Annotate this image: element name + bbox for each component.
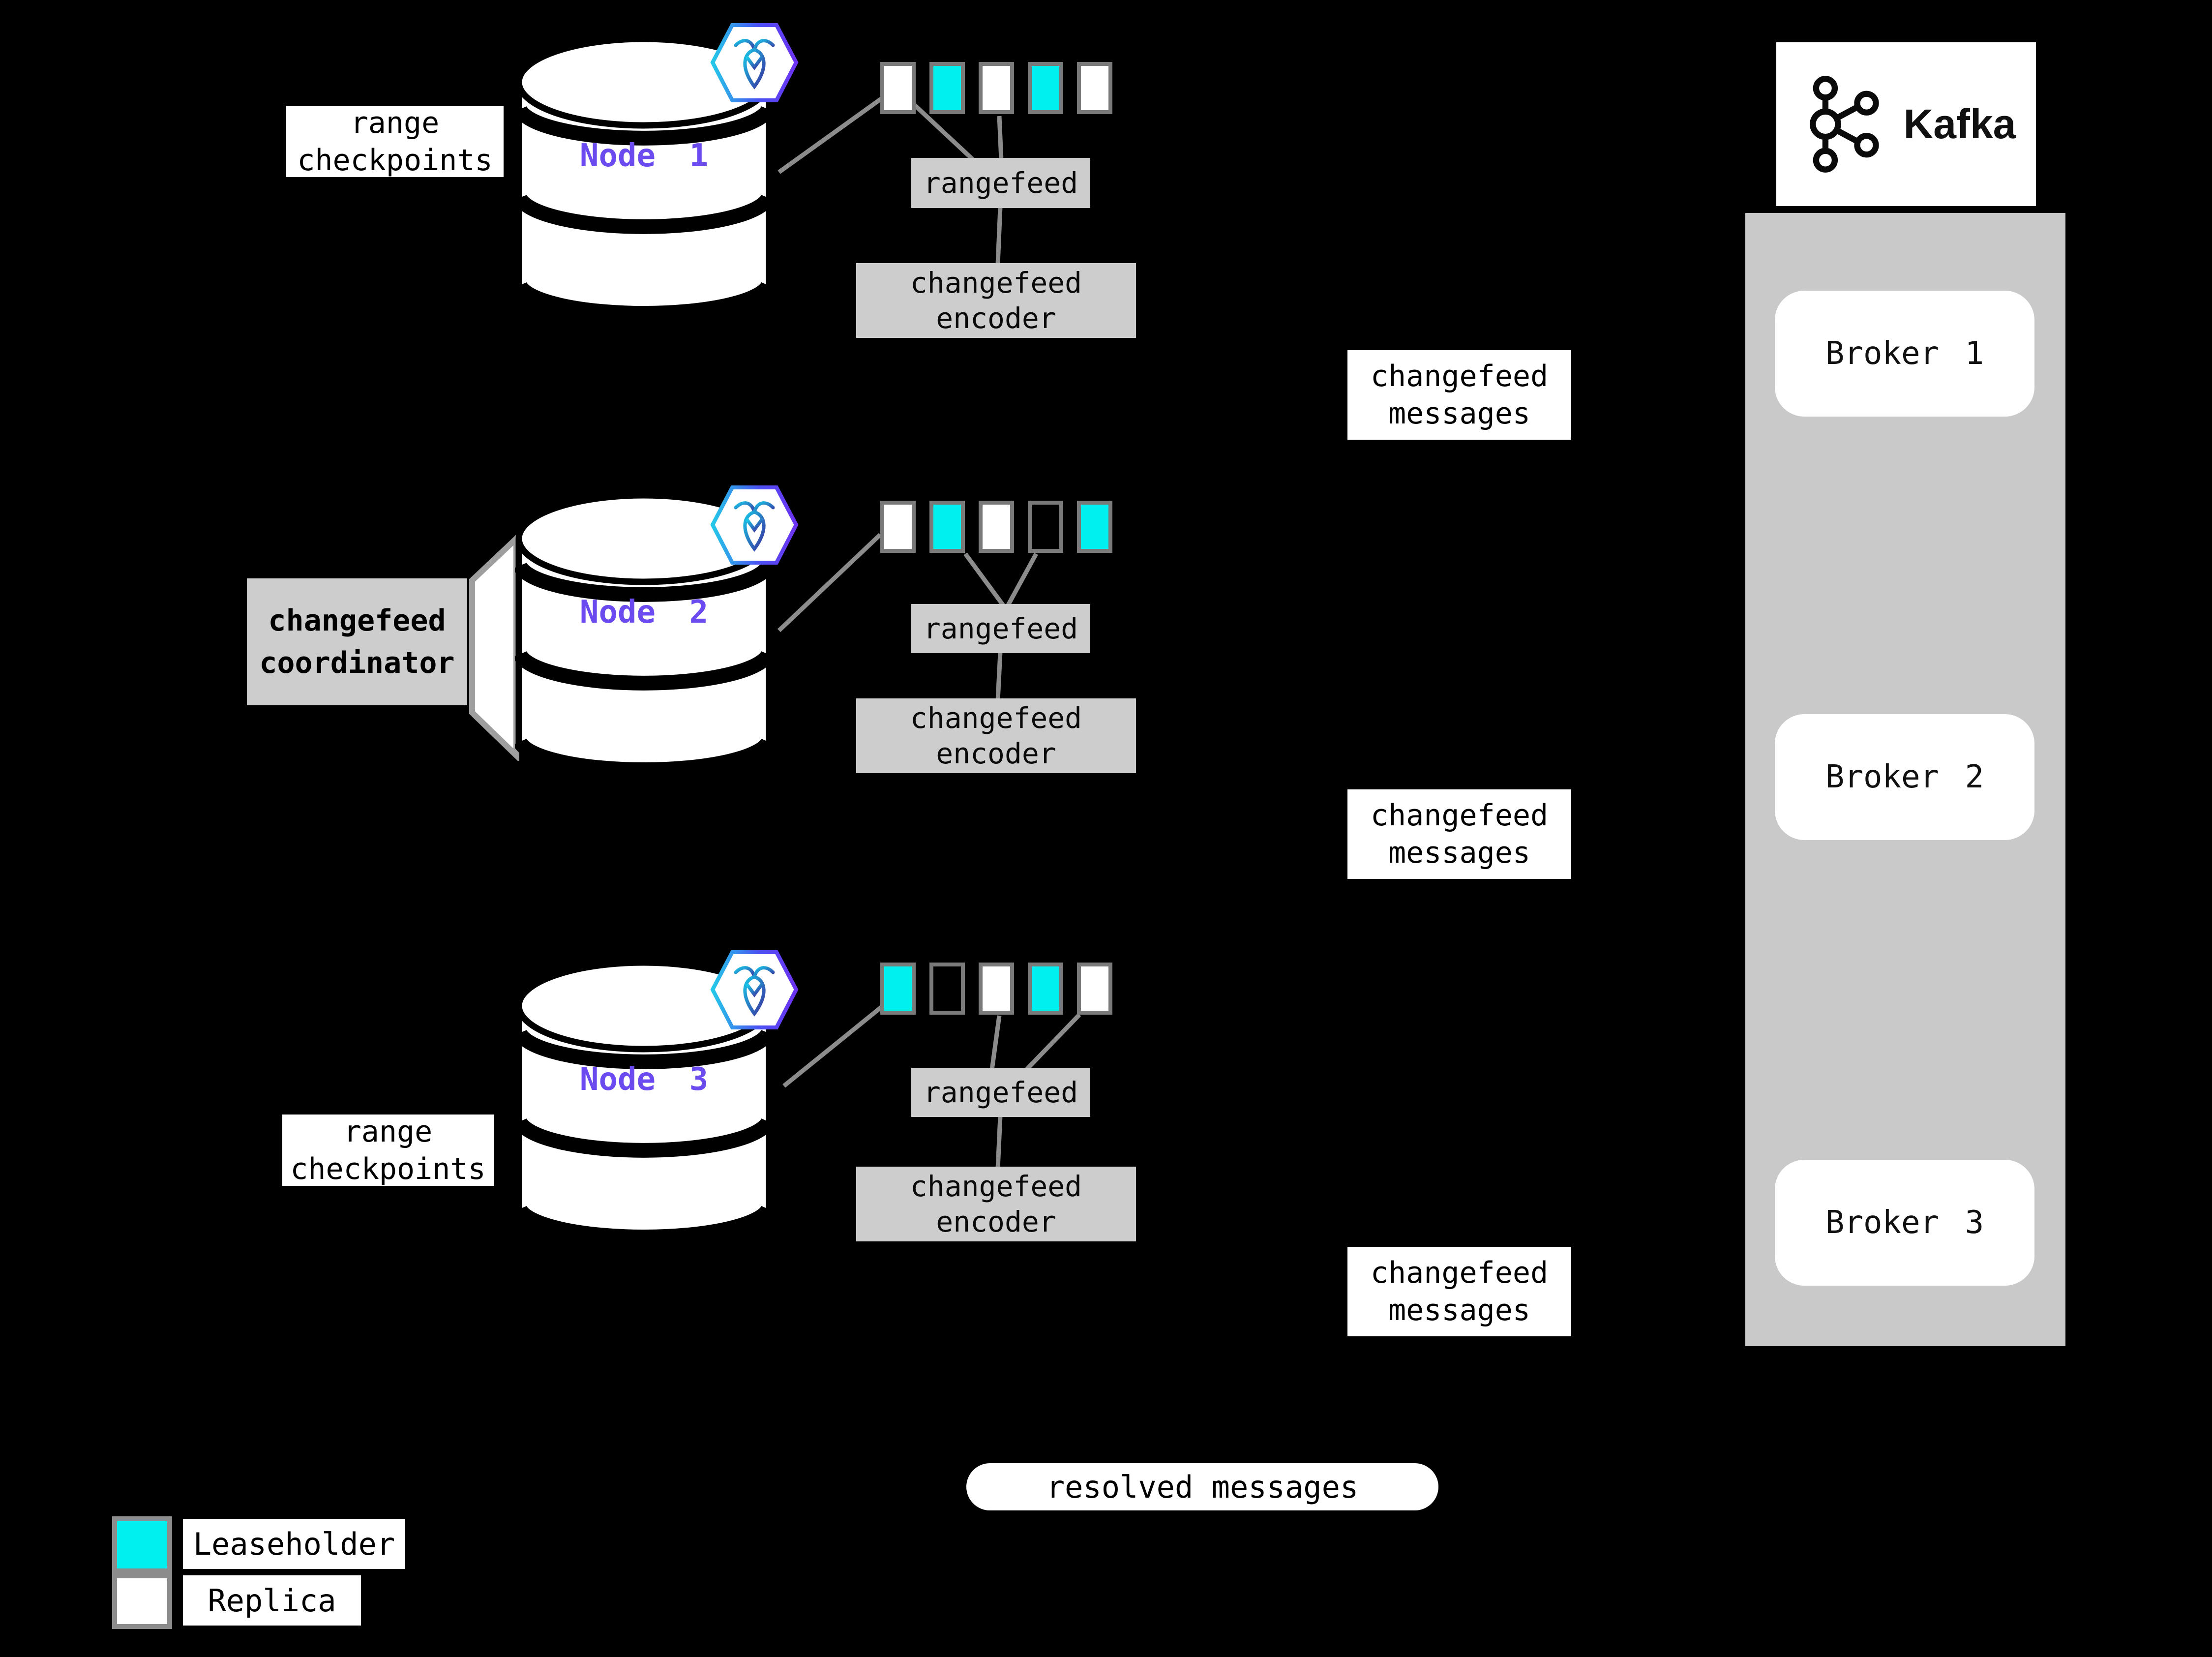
range-block-leaseholder <box>1028 62 1063 114</box>
encoder-line1: changefeed <box>910 701 1082 735</box>
legend-replica-text: Replica <box>208 1582 336 1619</box>
rangefeed-box-node3: rangefeed <box>911 1068 1090 1117</box>
range-block-replica <box>880 62 916 114</box>
resolved-messages-label: resolved messages <box>966 1463 1438 1510</box>
broker-2-label: Broker 2 <box>1825 759 1984 795</box>
coordinator-line2: coordinator <box>259 646 455 680</box>
legend-leaseholder-label: Leaseholder <box>183 1519 405 1569</box>
kafka-brand-label: Kafka <box>1903 101 2016 147</box>
range-checkpoints-line2: checkpoints <box>297 143 493 178</box>
messages-line1: changefeed <box>1370 359 1549 393</box>
changefeed-encoder-box-node1: changefeed encoder <box>856 263 1136 338</box>
coordinator-line1: changefeed <box>268 603 446 638</box>
broker-1-label: Broker 1 <box>1825 335 1984 372</box>
changefeed-encoder-box-node3: changefeed encoder <box>856 1167 1136 1241</box>
changefeed-messages-label-1: changefeed messages <box>1347 350 1571 440</box>
broker-1: Broker 1 <box>1775 291 2034 417</box>
changefeed-encoder-box-node2: changefeed encoder <box>856 698 1136 773</box>
range-block-empty <box>1028 501 1063 553</box>
range-checkpoints-line1: range <box>343 1114 433 1149</box>
encoder-line2: encoder <box>936 301 1056 335</box>
rangefeed-label: rangefeed <box>923 612 1078 645</box>
legend-replica-label: Replica <box>183 1575 361 1626</box>
range-block-replica <box>979 62 1014 114</box>
messages-line1: changefeed <box>1370 798 1549 833</box>
range-block-replica <box>979 963 1014 1015</box>
rangefeed-box-node1: rangefeed <box>911 158 1090 208</box>
rangefeed-box-node2: rangefeed <box>911 604 1090 653</box>
kafka-icon <box>1809 76 1879 173</box>
encoder-line2: encoder <box>936 1205 1056 1238</box>
legend-replica-swatch <box>112 1573 172 1629</box>
changefeed-messages-label-3: changefeed messages <box>1347 1247 1571 1336</box>
range-block-leaseholder <box>1028 963 1063 1015</box>
range-checkpoints-label-node3: range checkpoints <box>282 1115 494 1186</box>
cockroachdb-icon <box>710 950 799 1029</box>
cockroachdb-icon <box>710 485 799 565</box>
node3-label: Node 3 <box>579 1061 709 1098</box>
encoder-line2: encoder <box>936 737 1056 770</box>
node1-ranges-row <box>880 62 1112 114</box>
range-block-leaseholder <box>1077 501 1112 553</box>
changefeed-messages-label-2: changefeed messages <box>1347 789 1571 879</box>
range-checkpoints-label-node1: range checkpoints <box>286 105 504 178</box>
broker-3: Broker 3 <box>1775 1160 2034 1286</box>
changefeed-coordinator-label: changefeed coordinator <box>247 578 467 705</box>
node2-ranges-row <box>880 501 1112 553</box>
messages-line2: messages <box>1388 396 1530 431</box>
node3-ranges-row <box>880 963 1112 1015</box>
node3-database-cylinder <box>515 959 773 1245</box>
node2-database-cylinder <box>515 492 773 778</box>
kafka-logo-box: Kafka <box>1776 42 2036 206</box>
range-block-replica <box>880 501 916 553</box>
encoder-line1: changefeed <box>910 1170 1082 1203</box>
rangefeed-label: rangefeed <box>923 166 1078 200</box>
resolved-messages-text: resolved messages <box>1046 1469 1359 1505</box>
messages-line1: changefeed <box>1370 1256 1549 1290</box>
broker-3-label: Broker 3 <box>1825 1205 1984 1241</box>
range-block-replica <box>1077 963 1112 1015</box>
range-checkpoints-line2: checkpoints <box>290 1151 486 1186</box>
encoder-line1: changefeed <box>910 266 1082 300</box>
range-block-leaseholder <box>929 501 965 553</box>
node1-label: Node 1 <box>579 138 709 174</box>
range-block-leaseholder <box>929 62 965 114</box>
node1-database-cylinder <box>515 35 773 321</box>
messages-line2: messages <box>1388 1293 1530 1327</box>
rangefeed-label: rangefeed <box>923 1076 1078 1109</box>
range-block-replica <box>1077 62 1112 114</box>
legend-leaseholder-swatch <box>112 1516 172 1573</box>
messages-line2: messages <box>1388 836 1530 870</box>
broker-2: Broker 2 <box>1775 714 2034 840</box>
range-block-replica <box>979 501 1014 553</box>
legend-leaseholder-text: Leaseholder <box>193 1526 395 1562</box>
range-block-leaseholder <box>880 963 916 1015</box>
cockroachdb-icon <box>710 23 799 102</box>
coordinator-callout-pointer <box>469 534 519 761</box>
node2-label: Node 2 <box>579 594 709 631</box>
range-block-empty <box>929 963 965 1015</box>
range-checkpoints-line1: range <box>350 105 440 140</box>
